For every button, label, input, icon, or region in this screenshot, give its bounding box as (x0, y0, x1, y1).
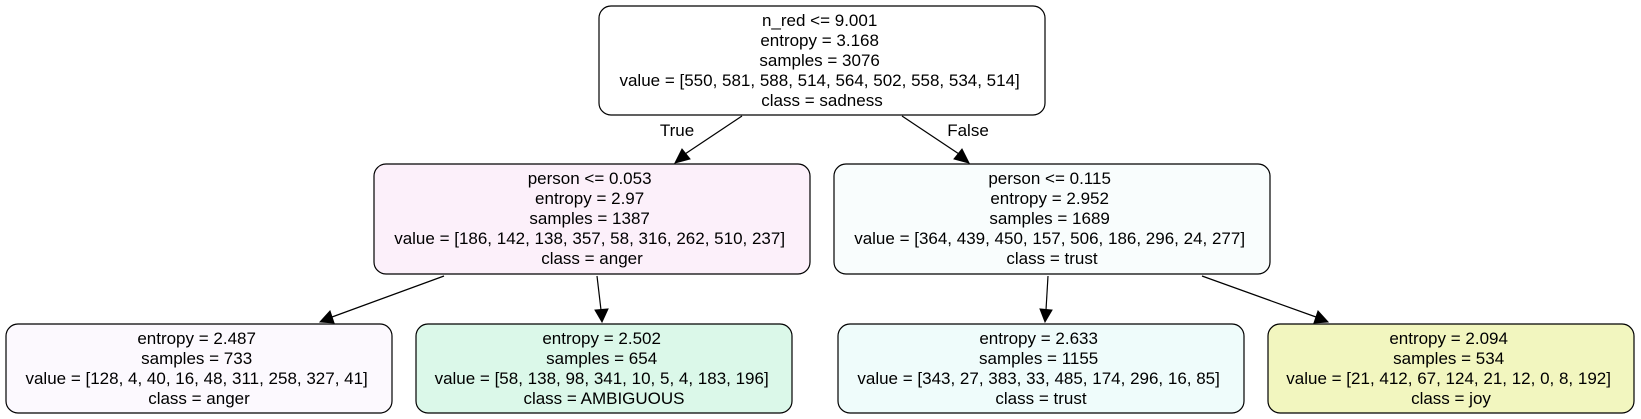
node-value: value = [343, 27, 383, 33, 485, 174, 296… (857, 369, 1220, 388)
edge-right-rr (1201, 275, 1330, 324)
node-box-left (373, 163, 811, 275)
edge-root-right: False (901, 115, 989, 164)
tree-node-right: person <= 0.115 entropy = 2.952 samples … (833, 163, 1271, 275)
node-box-rl (837, 323, 1245, 414)
tree-leaf-rl: entropy = 2.633 samples = 1155 value = [… (837, 323, 1245, 414)
node-class: class = AMBIGUOUS (523, 389, 684, 408)
node-value: value = [21, 412, 67, 124, 21, 12, 0, 8,… (1286, 369, 1611, 388)
node-box-rr (1267, 323, 1635, 414)
node-entropy: entropy = 2.633 (979, 329, 1098, 348)
tree-leaf-ll: entropy = 2.487 samples = 733 value = [1… (5, 323, 393, 414)
tree-leaf-rr: entropy = 2.094 samples = 534 value = [2… (1267, 323, 1635, 414)
node-box-lr (415, 323, 793, 414)
svg-text:person <= 0.115 entropy: person <= 0.115 entropy = 2.952 samples … (854, 169, 1250, 268)
node-samples: samples = 733 (141, 349, 252, 368)
edge-label-false: False (947, 121, 989, 140)
node-class: class = joy (1411, 389, 1491, 408)
edge-left-ll (318, 275, 445, 324)
edge-left-lr (594, 275, 609, 324)
node-entropy: entropy = 2.502 (542, 329, 661, 348)
node-samples: samples = 1689 (989, 209, 1110, 228)
node-class: class = trust (1006, 249, 1097, 268)
node-samples: samples = 534 (1393, 349, 1504, 368)
svg-text:n_red <= 9.001 entropy =: n_red <= 9.001 entropy = 3.168 samples =… (619, 11, 1024, 110)
node-entropy: entropy = 2.97 (535, 189, 644, 208)
node-box-right (833, 163, 1271, 275)
node-value: value = [186, 142, 138, 357, 58, 316, 26… (394, 229, 785, 248)
node-samples: samples = 3076 (759, 51, 880, 70)
svg-text:person <= 0.053 entropy: person <= 0.053 entropy = 2.97 samples =… (394, 169, 790, 268)
node-value: value = [550, 581, 588, 514, 564, 502, 5… (619, 71, 1019, 90)
tree-leaf-lr: entropy = 2.502 samples = 654 value = [5… (415, 323, 793, 414)
node-entropy: entropy = 2.094 (1389, 329, 1508, 348)
node-entropy: entropy = 3.168 (760, 31, 879, 50)
tree-node-root: n_red <= 9.001 entropy = 3.168 samples =… (598, 5, 1046, 116)
edge-root-left: True (660, 115, 743, 164)
node-box-ll (5, 323, 393, 414)
node-value: value = [128, 4, 40, 16, 48, 311, 258, 3… (25, 369, 367, 388)
edge-label-true: True (660, 121, 694, 140)
node-value: value = [364, 439, 450, 157, 506, 186, 2… (854, 229, 1245, 248)
node-entropy: entropy = 2.487 (137, 329, 256, 348)
node-entropy: entropy = 2.952 (990, 189, 1109, 208)
node-class: class = anger (541, 249, 643, 268)
node-samples: samples = 1155 (979, 349, 1098, 368)
node-box-root (598, 5, 1046, 116)
node-split-rule: person <= 0.053 (528, 169, 652, 188)
node-class: class = sadness (761, 91, 882, 110)
node-value: value = [58, 138, 98, 341, 10, 5, 4, 183… (435, 369, 769, 388)
svg-text:entropy = 2.502 samples: entropy = 2.502 samples = 654 value = [5… (435, 329, 774, 408)
node-split-rule: person <= 0.115 (988, 169, 1111, 188)
edge-right-rl (1039, 275, 1053, 324)
svg-text:entropy = 2.487 samples: entropy = 2.487 samples = 733 value = [1… (25, 329, 372, 408)
tree-node-left: person <= 0.053 entropy = 2.97 samples =… (373, 163, 811, 275)
svg-text:entropy = 2.094 samples: entropy = 2.094 samples = 534 value = [2… (1286, 329, 1615, 408)
node-samples: samples = 654 (546, 349, 657, 368)
node-class: class = trust (995, 389, 1086, 408)
node-class: class = anger (148, 389, 250, 408)
node-split-rule: n_red <= 9.001 (762, 11, 877, 30)
svg-text:entropy = 2.633 samples: entropy = 2.633 samples = 1155 value = [… (857, 329, 1224, 408)
node-samples: samples = 1387 (529, 209, 650, 228)
